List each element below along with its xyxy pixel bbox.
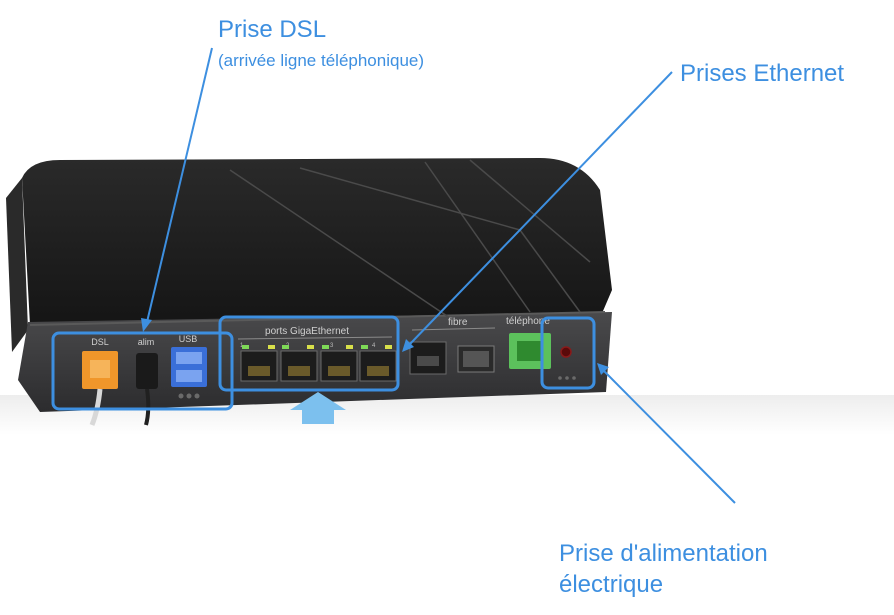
dsl-area-highlight <box>51 331 234 411</box>
ethernet-port-3-contacts <box>328 366 350 376</box>
router-top <box>22 158 612 325</box>
dsl-port-plug <box>90 360 110 378</box>
router-side-left <box>6 178 28 352</box>
power-area-highlight <box>540 316 596 390</box>
ethernet-callout-title: Prises Ethernet <box>680 60 845 87</box>
usb-port-slot-bottom <box>176 370 202 382</box>
fibre-bracket <box>411 327 496 331</box>
power-arrow-line <box>603 370 736 504</box>
top-groove-5 <box>519 229 581 313</box>
ethernet-port-4-number: 4 <box>372 343 376 349</box>
ports-giga-bracket <box>237 336 393 340</box>
fibre-label: fibre <box>448 317 468 328</box>
ethernet-port-2-contacts <box>288 366 310 376</box>
telephone-port-slot <box>517 341 543 361</box>
usb-port-slot-top <box>176 352 202 364</box>
ethernet-port-4-led-amber <box>385 345 392 349</box>
ports: DSL alim USB ports GigaEthernet 1 2 <box>82 316 576 426</box>
highlight-boxes <box>51 315 596 411</box>
ethernet-port-3-led-amber <box>346 345 353 349</box>
power-button <box>560 346 572 358</box>
top-groove-2 <box>299 167 521 231</box>
ethernet-port-1-contacts <box>248 366 270 376</box>
dsl-callout-title: Prise DSL <box>218 16 327 43</box>
ethernet-port-3-number: 3 <box>330 343 334 349</box>
callout-arrows <box>141 47 736 504</box>
alim-port-label: alim <box>138 337 155 347</box>
dsl-arrow-line <box>146 47 213 323</box>
ethernet-port-1-led-amber <box>268 345 275 349</box>
telephone-label: téléphone <box>506 316 550 327</box>
ethernet-port-4-contacts <box>367 366 389 376</box>
ethernet-port-2-led-green <box>282 345 289 349</box>
power-led-1 <box>558 376 562 380</box>
power-callout: Prise d'alimentation électrique <box>559 538 768 600</box>
top-groove-4 <box>469 159 591 263</box>
ethernet-arrow-head <box>402 339 414 352</box>
ethernet-port-2-led-amber <box>307 345 314 349</box>
alim-cable <box>144 388 151 426</box>
ethernet-port-3: 3 <box>320 343 358 382</box>
ethernet-port-1: 1 <box>240 343 278 382</box>
ethernet-port-4-led-green <box>361 345 368 349</box>
alim-port <box>136 353 158 389</box>
usb-port-label: USB <box>179 334 198 344</box>
dsl-port-label: DSL <box>91 337 109 347</box>
usb-led-3 <box>194 393 200 399</box>
fibre-port-inner <box>463 351 489 367</box>
wan-ethernet-port-contacts <box>417 356 439 366</box>
usb-led-1 <box>178 393 184 399</box>
ethernet-port-1-led-green <box>242 345 249 349</box>
ethernet-port-3-led-green <box>322 345 329 349</box>
top-groove-1 <box>229 169 451 319</box>
top-groove-3 <box>424 161 531 313</box>
power-led-3 <box>572 376 576 380</box>
power-callout-line-1: Prise d'alimentation <box>559 540 768 567</box>
ethernet-port-2: 2 <box>280 343 318 382</box>
usb-led-2 <box>186 393 192 399</box>
ports-giga-label: ports GigaEthernet <box>265 326 349 337</box>
pointer-arrow-icon <box>290 392 346 424</box>
ethernet-area-highlight <box>218 315 400 392</box>
dsl-arrow-head <box>141 318 152 332</box>
power-led-2 <box>565 376 569 380</box>
dsl-callout-subtitle: (arrivée ligne téléphonique) <box>218 51 425 70</box>
ethernet-port-4: 4 <box>359 343 397 382</box>
power-arrow-head <box>597 363 609 375</box>
power-callout-line-2: électrique <box>559 571 664 598</box>
ethernet-arrow-line <box>409 71 673 345</box>
